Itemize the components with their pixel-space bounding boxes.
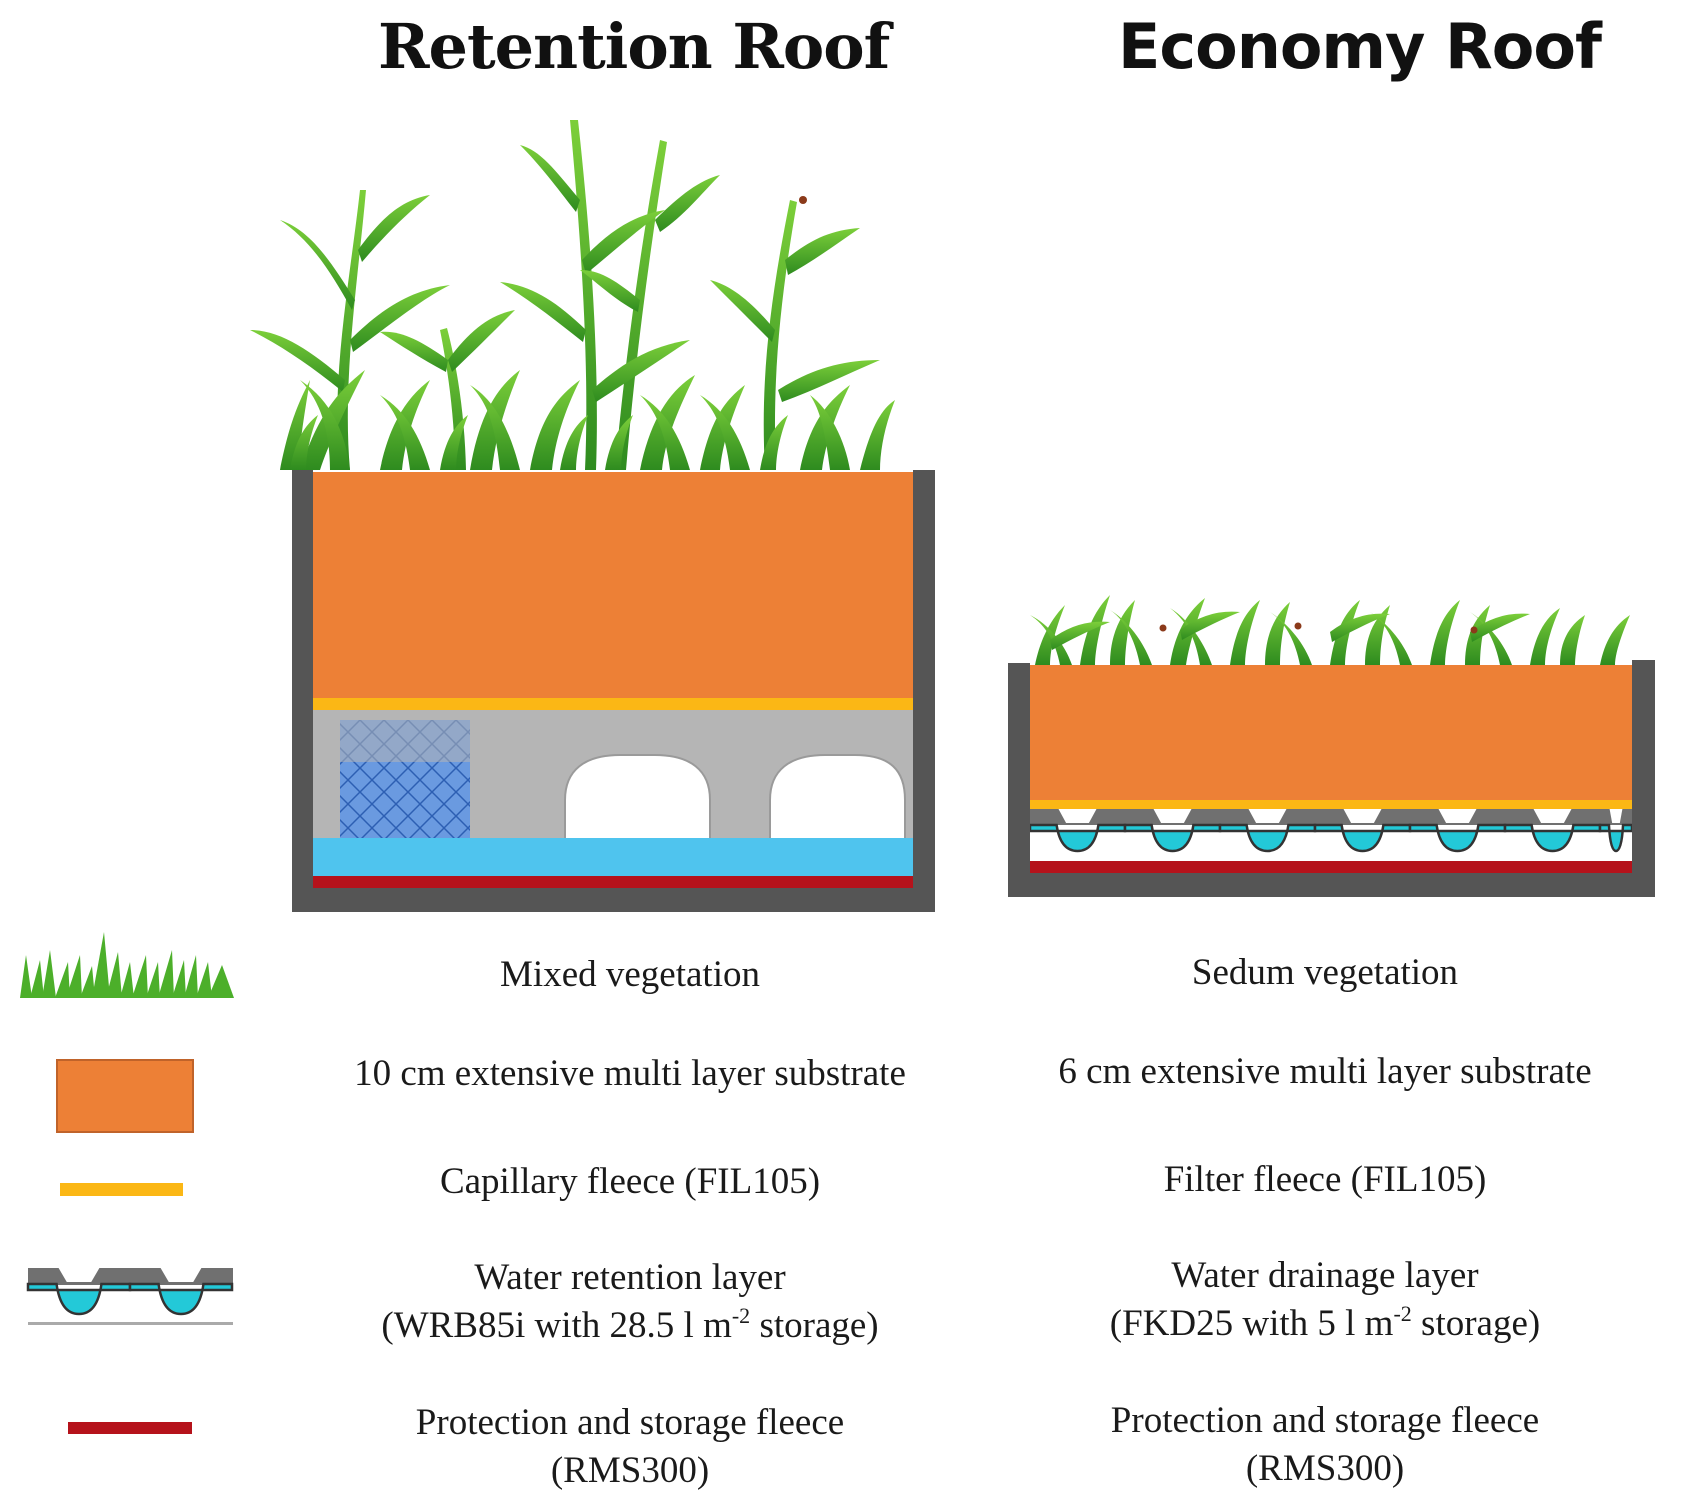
economy-protection-fleece [1030, 861, 1632, 873]
economy-roof-section [1008, 595, 1655, 897]
legend-retention-drainage-line1: Water retention layer [474, 1257, 786, 1298]
legend-retention-vegetation: Mixed vegetation [500, 954, 760, 995]
fleece-line-icon [60, 1183, 183, 1196]
retention-roof-section [250, 120, 935, 912]
legend-retention-fleece: Capillary fleece (FIL105) [439, 1161, 821, 1202]
retention-water [313, 838, 913, 876]
legend-economy-drainage-line1: Water drainage layer [1171, 1255, 1479, 1296]
retention-vegetation [250, 120, 895, 470]
protection-line-icon [68, 1422, 192, 1434]
legend-economy-protection-line2: (RMS300) [1245, 1448, 1405, 1489]
retention-protection-fleece [313, 876, 913, 888]
legend-economy-vegetation: Sedum vegetation [1191, 952, 1459, 993]
legend-retention-protection: Protection and storage fleece (RMS300) [280, 1399, 980, 1495]
economy-vegetation [1030, 595, 1630, 665]
retention-chamber-1 [564, 754, 711, 849]
legend-economy-drainage: Water drainage layer (FKD25 with 5 l m-2… [975, 1252, 1675, 1348]
legend-retention-protection-line1: Protection and storage fleece [415, 1402, 845, 1443]
economy-roof-title: Economy Roof [1118, 10, 1602, 83]
economy-substrate [1030, 665, 1632, 800]
legend-economy-substrate: 6 cm extensive multi layer substrate [1058, 1051, 1592, 1092]
drainage-layer-icon [26, 1268, 234, 1325]
legend-retention-protection-line2: (RMS300) [550, 1450, 710, 1491]
economy-frame [1008, 660, 1655, 897]
retention-chamber-2 [769, 754, 906, 849]
substrate-swatch-icon [56, 1059, 194, 1133]
economy-drainage-layer [1028, 809, 1634, 861]
retention-substrate [313, 472, 913, 698]
legend-retention-substrate: 10 cm extensive multi layer substrate [354, 1053, 906, 1094]
economy-filter-fleece [1030, 800, 1632, 809]
legend-retention-drainage-line2: (WRB85i with 28.5 l m-2 storage) [381, 1303, 879, 1347]
legend-retention-drainage: Water retention layer (WRB85i with 28.5 … [280, 1254, 980, 1350]
legend-economy-fleece: Filter fleece (FIL105) [1163, 1159, 1487, 1200]
legend-economy-drainage-line2: (FKD25 with 5 l m-2 storage) [1109, 1301, 1541, 1345]
grass-icon [20, 932, 234, 998]
legend-economy-protection-line1: Protection and storage fleece [1110, 1400, 1540, 1441]
retention-roof-title: Retention Roof [378, 10, 890, 83]
legend-economy-protection: Protection and storage fleece (RMS300) [975, 1397, 1675, 1493]
retention-capillary-fleece [313, 698, 913, 710]
